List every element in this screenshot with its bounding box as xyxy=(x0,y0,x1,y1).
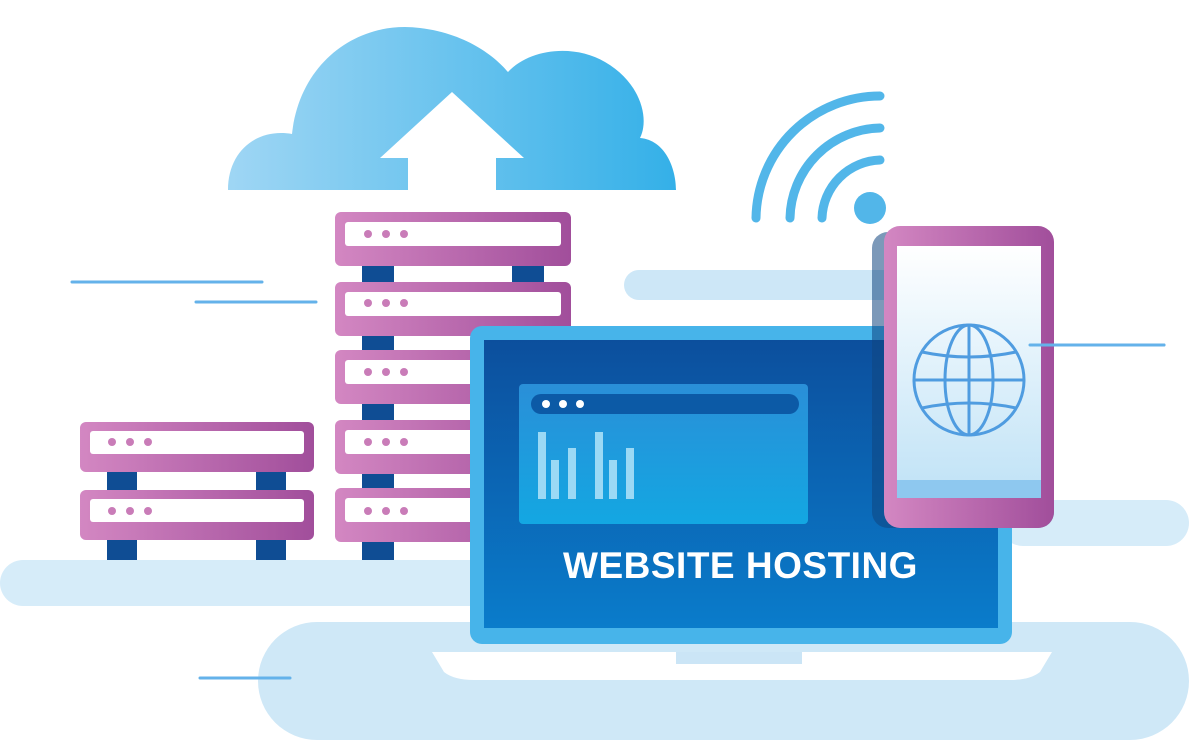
server-unit xyxy=(80,490,314,540)
server-unit xyxy=(80,422,314,472)
browser-window xyxy=(519,384,808,524)
server-unit xyxy=(335,212,571,266)
background-clouds xyxy=(0,270,1189,740)
banner-title: WEBSITE HOSTING xyxy=(563,545,918,586)
cloud-upload-icon xyxy=(228,26,676,190)
server-rack-icon xyxy=(80,422,314,560)
wifi-icon xyxy=(751,91,886,224)
bar-chart-icon xyxy=(538,432,634,499)
server-unit xyxy=(335,282,571,336)
globe-icon xyxy=(912,323,1026,437)
smartphone-icon xyxy=(872,226,1054,528)
